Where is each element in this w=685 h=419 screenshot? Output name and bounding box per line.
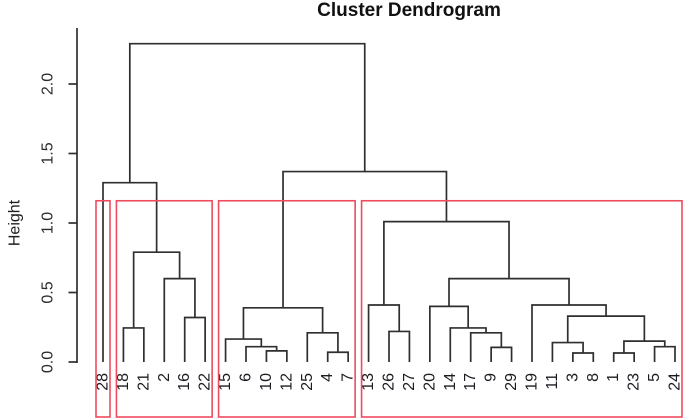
dendrogram-branch [245, 345, 278, 362]
leaf-label: 24 [667, 373, 684, 391]
dendrogram-branch [102, 181, 158, 362]
leaf-label: 15 [217, 373, 234, 391]
dendrogram-branch [122, 327, 145, 362]
dendrogram-branch [653, 345, 676, 362]
cluster-box [95, 199, 111, 418]
leaf-label: 8 [585, 373, 602, 382]
leaf-label: 27 [401, 373, 418, 391]
leaf-label: 25 [299, 373, 316, 391]
dendrogram-branch [490, 346, 513, 362]
cluster-box [360, 199, 683, 418]
dendrogram-branch [242, 306, 324, 340]
dendrogram-branch [282, 170, 448, 308]
y-tick-label: 1.0 [40, 212, 57, 234]
leaf-label: 1 [605, 373, 622, 382]
y-tick-label: 2.0 [40, 73, 57, 95]
dendrogram-branch [183, 316, 206, 362]
dendrogram-branch [531, 304, 607, 362]
cluster-box [217, 199, 356, 418]
dendrogram-branch [429, 305, 470, 362]
y-tick-label: 0.5 [40, 281, 57, 303]
dendrogram-branch [224, 338, 263, 362]
leaf-label: 23 [626, 373, 643, 391]
leaf-label: 5 [646, 373, 663, 382]
leaf-label: 29 [503, 373, 520, 391]
dendrogram-branch [306, 331, 339, 362]
leaf-label: 26 [381, 373, 398, 391]
leaf-label: 9 [483, 373, 500, 382]
leaf-label: 13 [360, 373, 377, 391]
dendrogram-branch [265, 350, 288, 362]
leaf-label: 2 [156, 373, 173, 382]
leaf-label: 18 [115, 373, 132, 391]
leaf-label: 28 [95, 373, 112, 391]
leaf-label: 17 [462, 373, 479, 391]
cluster-box [115, 199, 213, 418]
dendrogram-branch [132, 251, 181, 328]
leaf-label: 10 [258, 373, 275, 391]
leaf-label: 20 [421, 373, 438, 391]
y-axis-label: Height [7, 199, 24, 246]
leaf-label: 19 [524, 373, 541, 391]
dendrogram-branch [367, 304, 401, 362]
leaf-label: 21 [135, 373, 152, 391]
dendrogram-branch [163, 277, 196, 362]
dendrogram-branch [326, 351, 349, 362]
dendrogram-branch [383, 220, 510, 306]
dendrogram-branch [612, 352, 635, 362]
dendrogram-branch [388, 330, 411, 362]
dendrogram-branch [448, 277, 570, 307]
chart-title: Cluster Dendrogram [317, 0, 501, 21]
leaf-label: 4 [319, 373, 336, 382]
leaf-label: 22 [197, 373, 214, 391]
leaf-label: 16 [176, 373, 193, 391]
leaf-label: 3 [564, 373, 581, 382]
leaf-label: 7 [340, 373, 357, 382]
dendrogram-branch [128, 42, 366, 183]
dendrogram-branch [566, 315, 646, 343]
leaf-label: 6 [238, 373, 255, 382]
leaf-label: 11 [544, 373, 561, 390]
y-tick-label: 1.5 [40, 142, 57, 164]
y-tick-label: 0.0 [40, 351, 57, 373]
leaf-label: 12 [278, 373, 295, 391]
dendrogram-branch [572, 352, 595, 362]
leaf-label: 14 [442, 373, 459, 391]
